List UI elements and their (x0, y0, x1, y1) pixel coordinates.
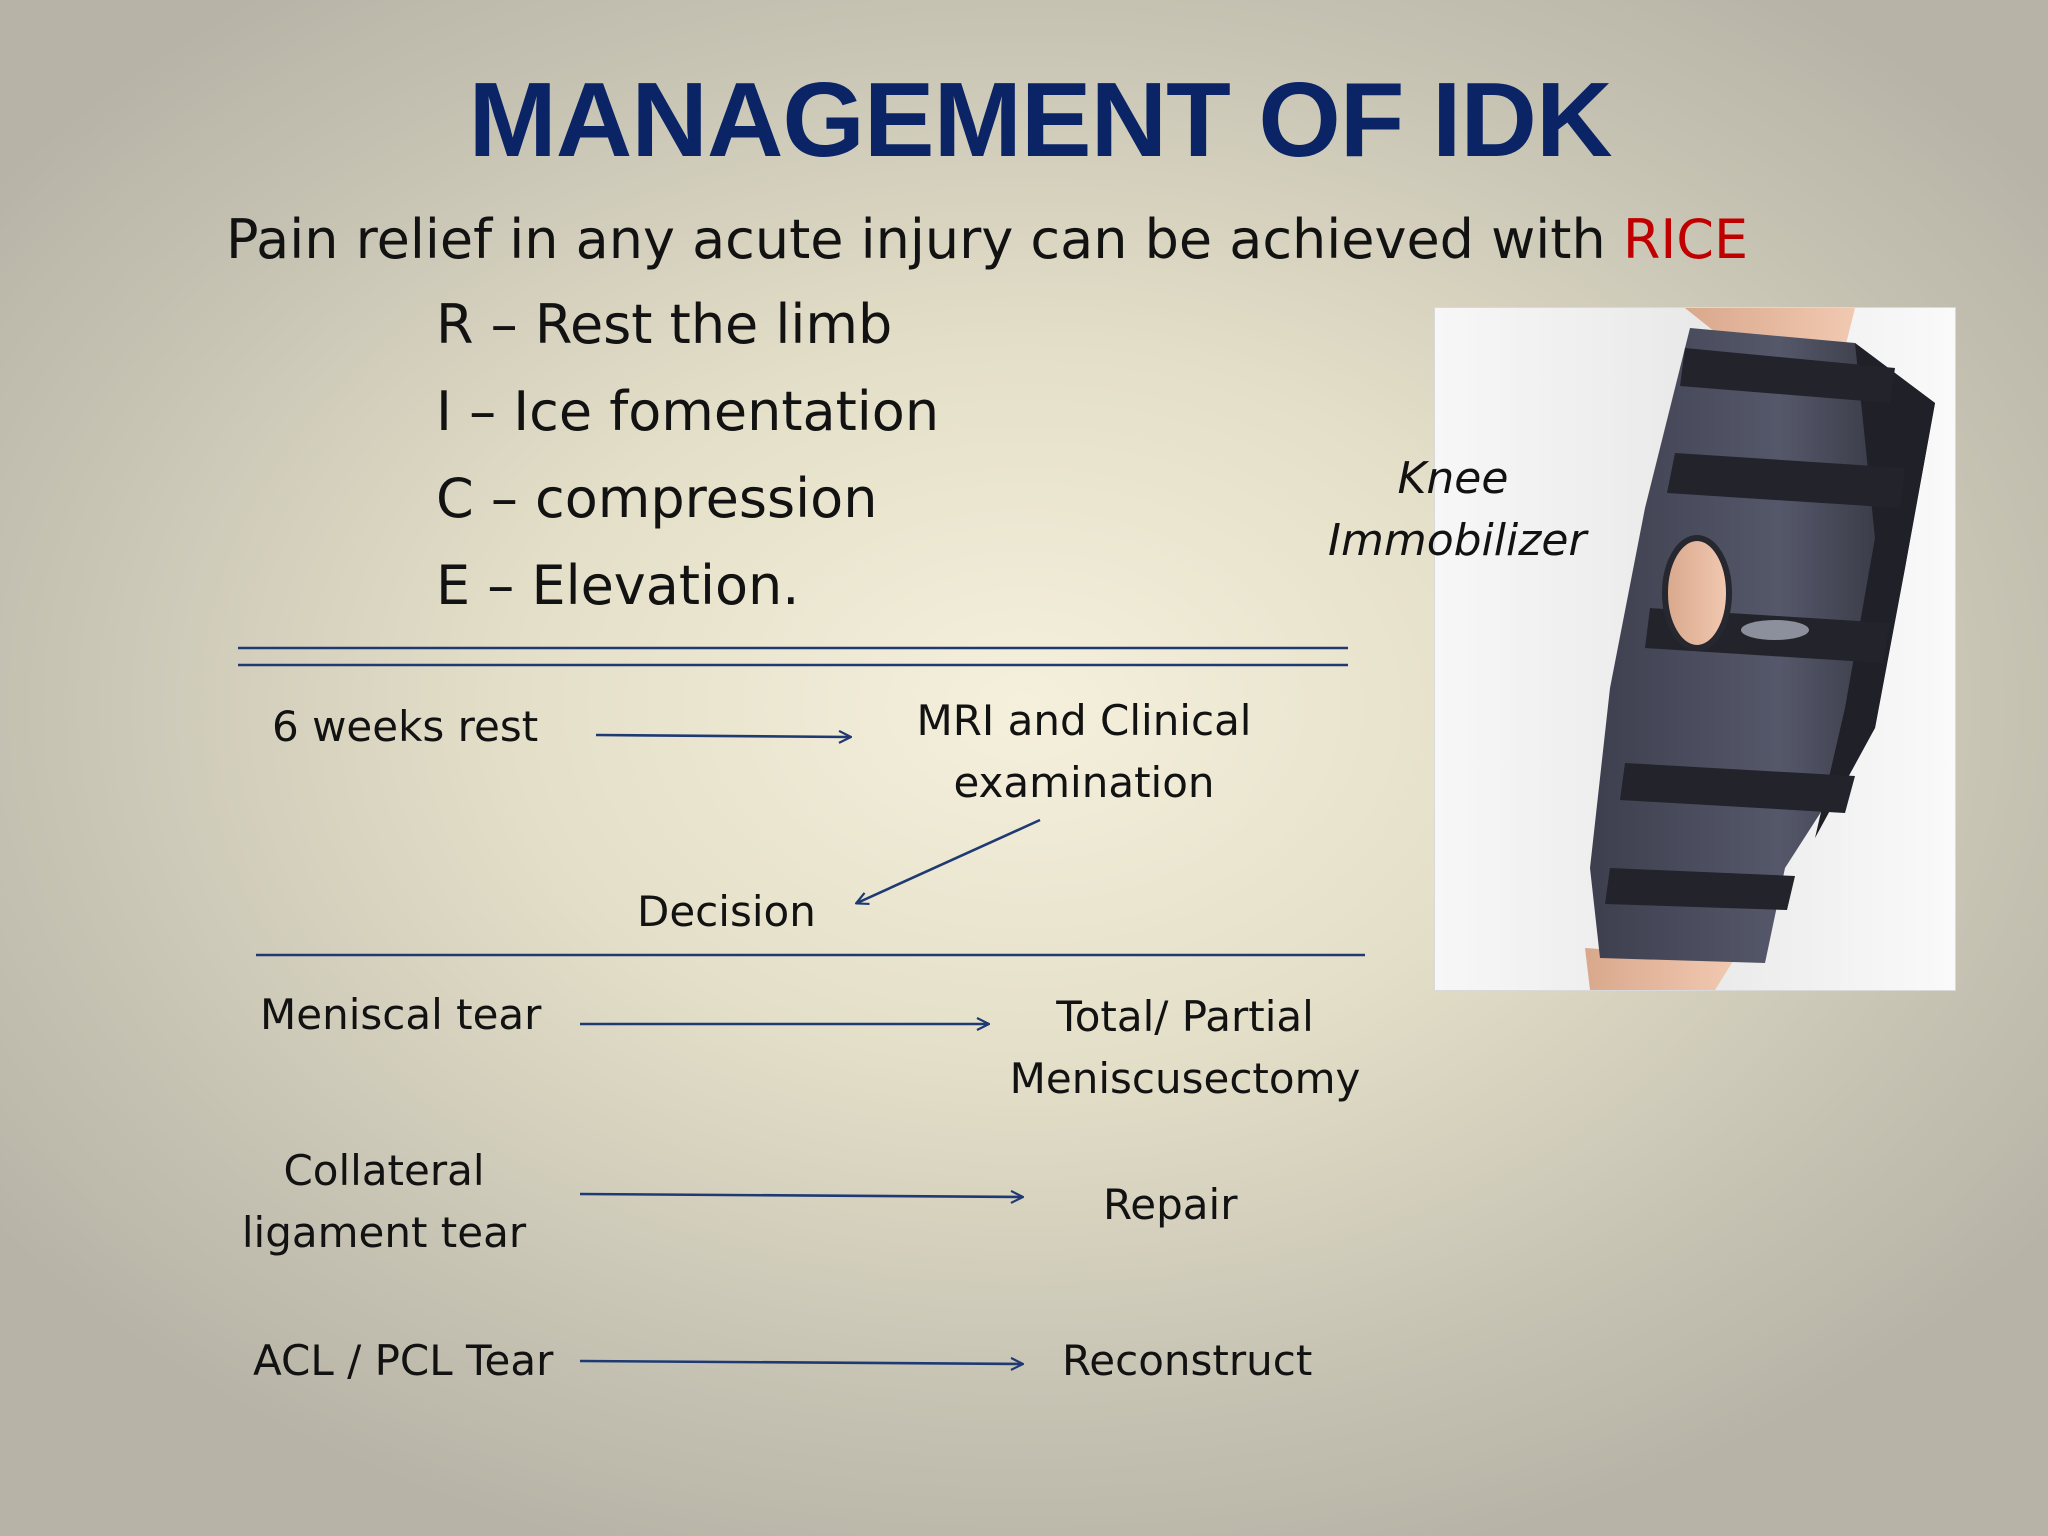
flow-decision: Decision (637, 887, 816, 936)
photo-caption-line-2: Immobilizer (1328, 515, 1587, 566)
flow-step-mri: MRI and Clinical examination (884, 690, 1284, 814)
action-meniscusectomy: Total/ Partial Meniscusectomy (990, 986, 1380, 1110)
flow-step-rest: 6 weeks rest (272, 702, 539, 751)
condition-collateral-ligament-tear: Collateral ligament tear (226, 1140, 542, 1264)
rice-item-compression: C – compression (436, 467, 878, 530)
condition-collateral-line-2: ligament tear (241, 1208, 527, 1257)
intro-text: Pain relief in any acute injury can be a… (226, 208, 1748, 271)
rice-item-ice: I – Ice fomentation (436, 380, 940, 443)
knee-immobilizer-photo (1434, 307, 1956, 991)
knee-immobilizer-image (1435, 308, 1955, 990)
photo-caption: Knee Immobilizer (1328, 448, 1587, 572)
slide-title: MANAGEMENT OF IDK (468, 61, 1612, 179)
flow-step-mri-line-1: MRI and Clinical (916, 696, 1252, 745)
action-reconstruct: Reconstruct (1062, 1336, 1313, 1385)
condition-acl-pcl-tear: ACL / PCL Tear (253, 1336, 554, 1385)
rice-item-rest: R – Rest the limb (436, 293, 893, 356)
arrow-mri-to-decision (857, 818, 1041, 903)
condition-meniscal-tear: Meniscal tear (260, 990, 542, 1039)
arrow-collateral (579, 1194, 1022, 1197)
action-repair: Repair (1103, 1180, 1238, 1229)
action-meniscusectomy-line-2: Meniscusectomy (1009, 1054, 1361, 1103)
photo-caption-line-1: Knee (1397, 453, 1509, 504)
rice-highlight: RICE (1622, 208, 1749, 271)
action-meniscusectomy-line-1: Total/ Partial (1056, 992, 1314, 1041)
arrow-rest-to-mri (595, 735, 850, 737)
rice-item-elevation: E – Elevation. (436, 554, 800, 617)
intro-main: Pain relief in any acute injury can be a… (226, 208, 1623, 271)
flow-step-mri-line-2: examination (953, 758, 1215, 807)
condition-collateral-line-1: Collateral (283, 1146, 485, 1195)
arrow-acl-pcl (579, 1361, 1022, 1364)
